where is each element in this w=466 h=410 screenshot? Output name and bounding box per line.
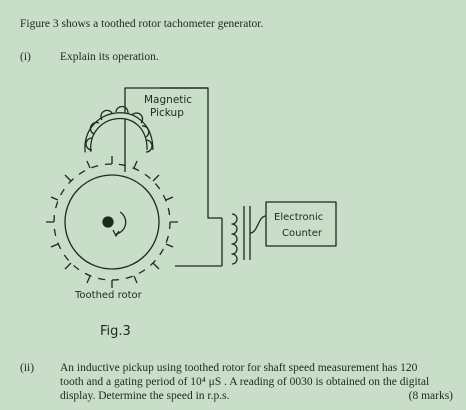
intro-text: Figure 3 shows a toothed rotor tachomete…: [20, 18, 264, 30]
part-ii-question: An inductive pickup using toothed rotor …: [60, 361, 455, 403]
electronic-counter-box: [265, 201, 337, 247]
pickup-label-line1: Magnetic: [144, 94, 192, 106]
rotor-label: Toothed rotor: [74, 290, 143, 301]
part-ii-marks: (8 marks): [408, 390, 453, 402]
part-i-question: Explain its operation.: [60, 51, 159, 63]
magnetic-pickup: [84, 105, 154, 153]
part-ii-line-2: tooth and a gating period of 10⁴ μS . A …: [60, 376, 430, 388]
pickup-label-line2: Pickup: [150, 107, 184, 119]
part-ii-line-1: An inductive pickup using toothed rotor …: [60, 362, 418, 374]
part-ii-line-3: display. Determine the speed in r.p.s.: [60, 390, 230, 402]
counter-label-line1: Electronic: [274, 212, 323, 223]
counter-label-line2: Counter: [282, 228, 323, 239]
figure-caption: Fig.3: [100, 324, 131, 339]
part-i-number: (i): [20, 51, 31, 63]
part-ii-number: (ii): [20, 362, 35, 374]
toothed-rotor: [46, 156, 178, 288]
figure-diagram: Magnetic Pickup Electronic Counter Tooth…: [46, 87, 337, 339]
pickup-coil: [221, 206, 251, 266]
